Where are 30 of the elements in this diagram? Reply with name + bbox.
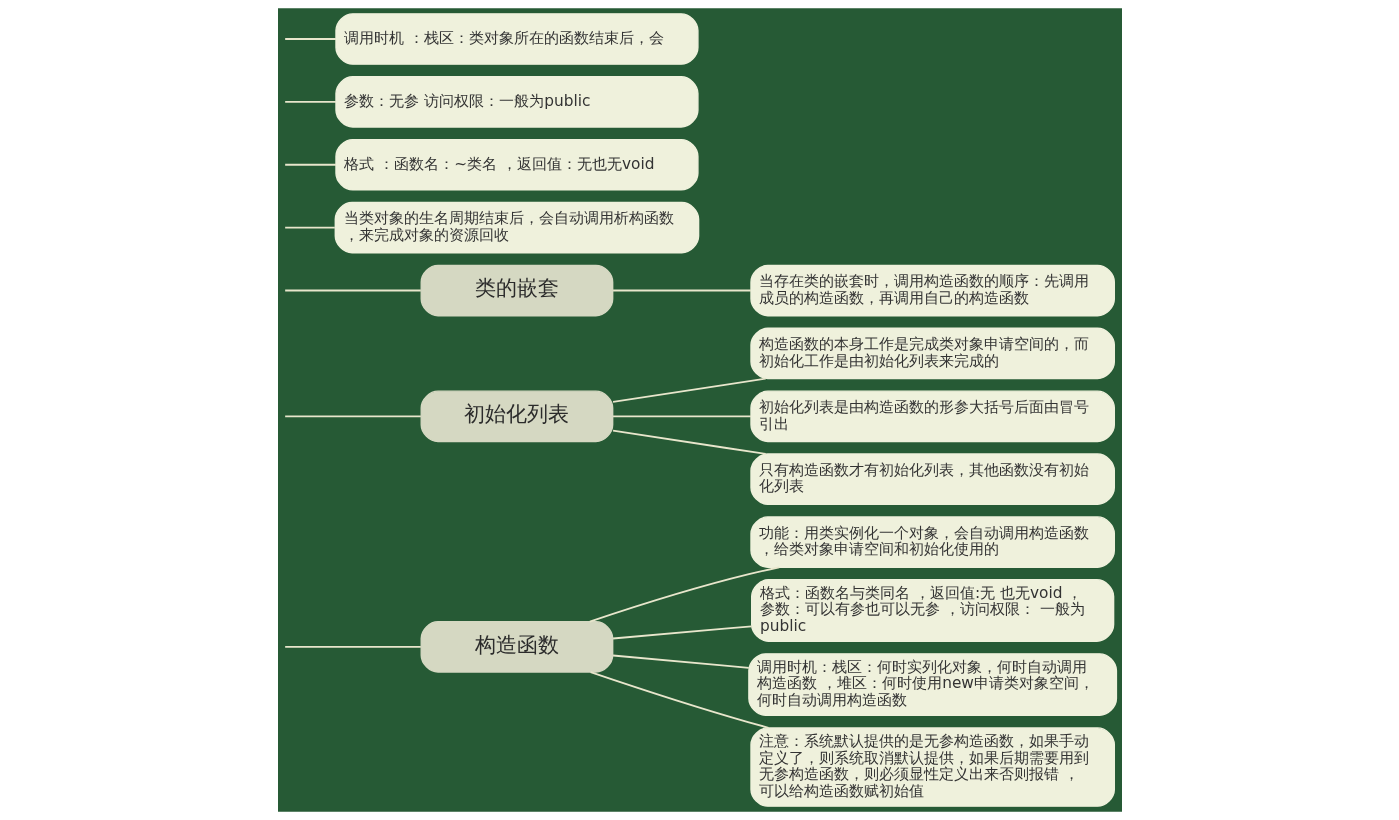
connector (611, 625, 753, 640)
connector (589, 671, 769, 729)
connector (611, 429, 767, 455)
connector (283, 415, 422, 418)
connector (283, 38, 337, 40)
node-box: 类的嵌套 (420, 264, 613, 317)
node-box: 初始化列表是由构造函数的形参大括号后面由冒号引出 (749, 390, 1115, 443)
node-box: 调用时机 ：栈区：类对象所在的函数结束后，会 (334, 13, 699, 65)
connector (283, 645, 422, 648)
node-box: 当类对象的生名周期结束后，会自动调用析构函数，来完成对象的资源回收 (334, 201, 699, 254)
connector (611, 654, 750, 669)
connector (611, 377, 767, 403)
node-box: 当存在类的嵌套时，调用构造函数的顺序：先调用成员的构造函数，再调用自己的构造函数 (749, 264, 1115, 317)
connector (283, 226, 336, 229)
connector (611, 289, 752, 292)
connector (283, 289, 422, 292)
node-box: 只有构造函数才有初始化列表，其他函数没有初始化列表 (749, 453, 1115, 505)
node-box: 构造函数的本身工作是完成类对象申请空间的，而初始化工作是由初始化列表来完成的 (749, 327, 1115, 380)
connector (588, 566, 780, 623)
node-box: 调用时机：栈区：何时实列化对象，何时自动调用构造函数 ，堆区：何时使用new申请类对象空间，何时自动调用构造函数 (747, 653, 1117, 717)
node-box: 功能：用类实例化一个对象，会自动调用构造函数，给类对象申请空间和初始化使用的 (749, 516, 1115, 568)
node-box: 格式 ：函数名：~类名 ，返回值：无也无void (334, 138, 699, 191)
node-box: 参数：无参 访问权限：一般为public (334, 76, 699, 128)
connector (611, 415, 752, 418)
node-box: 格式：函数名与类同名 ，返回值:无 也无void ，参数：可以有参也可以无参 ，访问权限： 一般为public (750, 579, 1114, 642)
node-box: 初始化列表 (420, 390, 613, 443)
node-box: 注意：系统默认提供的是无参构造函数，如果手动定义了，则系统取消默认提供，如果后期需要用到无参构造函数，则必须显性定义出来否则报错 ，可以给构造函数赋初始值 (749, 727, 1115, 807)
node-box: 构造函数 (420, 621, 613, 673)
connector (283, 100, 337, 103)
connector (283, 163, 337, 166)
